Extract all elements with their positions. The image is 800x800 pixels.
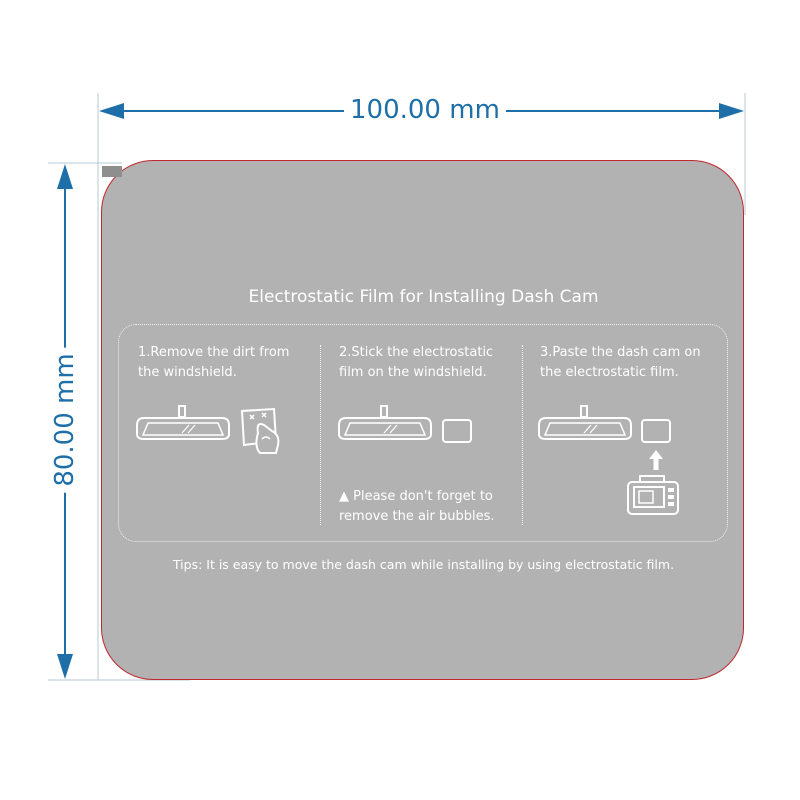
cleaning-cloth-icon bbox=[236, 405, 288, 457]
card-title: Electrostatic Film for Installing Dash C… bbox=[248, 287, 599, 307]
step-3-text: 3.Paste the dash cam on the electrostati… bbox=[540, 343, 701, 383]
mirror-icon bbox=[134, 404, 234, 444]
mirror-icon bbox=[536, 404, 636, 444]
steps-box bbox=[118, 324, 728, 542]
tips-text: Tips: It is easy to move the dash cam wh… bbox=[172, 557, 675, 572]
right-arrow-icon bbox=[719, 103, 744, 119]
up-arrow-icon bbox=[57, 164, 73, 189]
step-1-text: 1.Remove the dirt from the windshield. bbox=[138, 343, 289, 383]
step-2-line-1: 2.Stick the electrostatic bbox=[339, 345, 494, 360]
left-arrow-icon bbox=[99, 103, 124, 119]
width-dimension-label: 100.00 mm bbox=[344, 95, 506, 125]
step-1-line-1: 1.Remove the dirt from bbox=[138, 345, 290, 360]
warning-line-2: remove the air bubbles. bbox=[339, 509, 495, 524]
step-divider bbox=[522, 345, 523, 525]
step-1-line-2: the windshield. bbox=[138, 365, 237, 380]
film-tab bbox=[102, 166, 122, 177]
step-2-text: 2.Stick the electrostatic film on the wi… bbox=[339, 343, 493, 383]
step-divider bbox=[320, 345, 321, 525]
dash-cam-icon bbox=[626, 475, 682, 517]
warning-text: ▲ Please don't forget to remove the air … bbox=[339, 487, 495, 527]
warning-line-1: ▲ Please don't forget to bbox=[339, 489, 493, 504]
up-arrow-icon bbox=[647, 449, 665, 471]
down-arrow-icon bbox=[57, 654, 73, 679]
step-2-line-2: film on the windshield. bbox=[339, 365, 487, 380]
film-square-icon bbox=[640, 418, 672, 444]
mirror-icon bbox=[336, 404, 436, 444]
electrostatic-film-card: Electrostatic Film for Installing Dash C… bbox=[101, 160, 744, 680]
step-3-line-2: the electrostatic film. bbox=[540, 365, 679, 380]
film-square-icon bbox=[441, 418, 473, 444]
step-3-line-1: 3.Paste the dash cam on bbox=[540, 345, 701, 360]
height-dimension-label: 80.00 mm bbox=[50, 347, 80, 493]
